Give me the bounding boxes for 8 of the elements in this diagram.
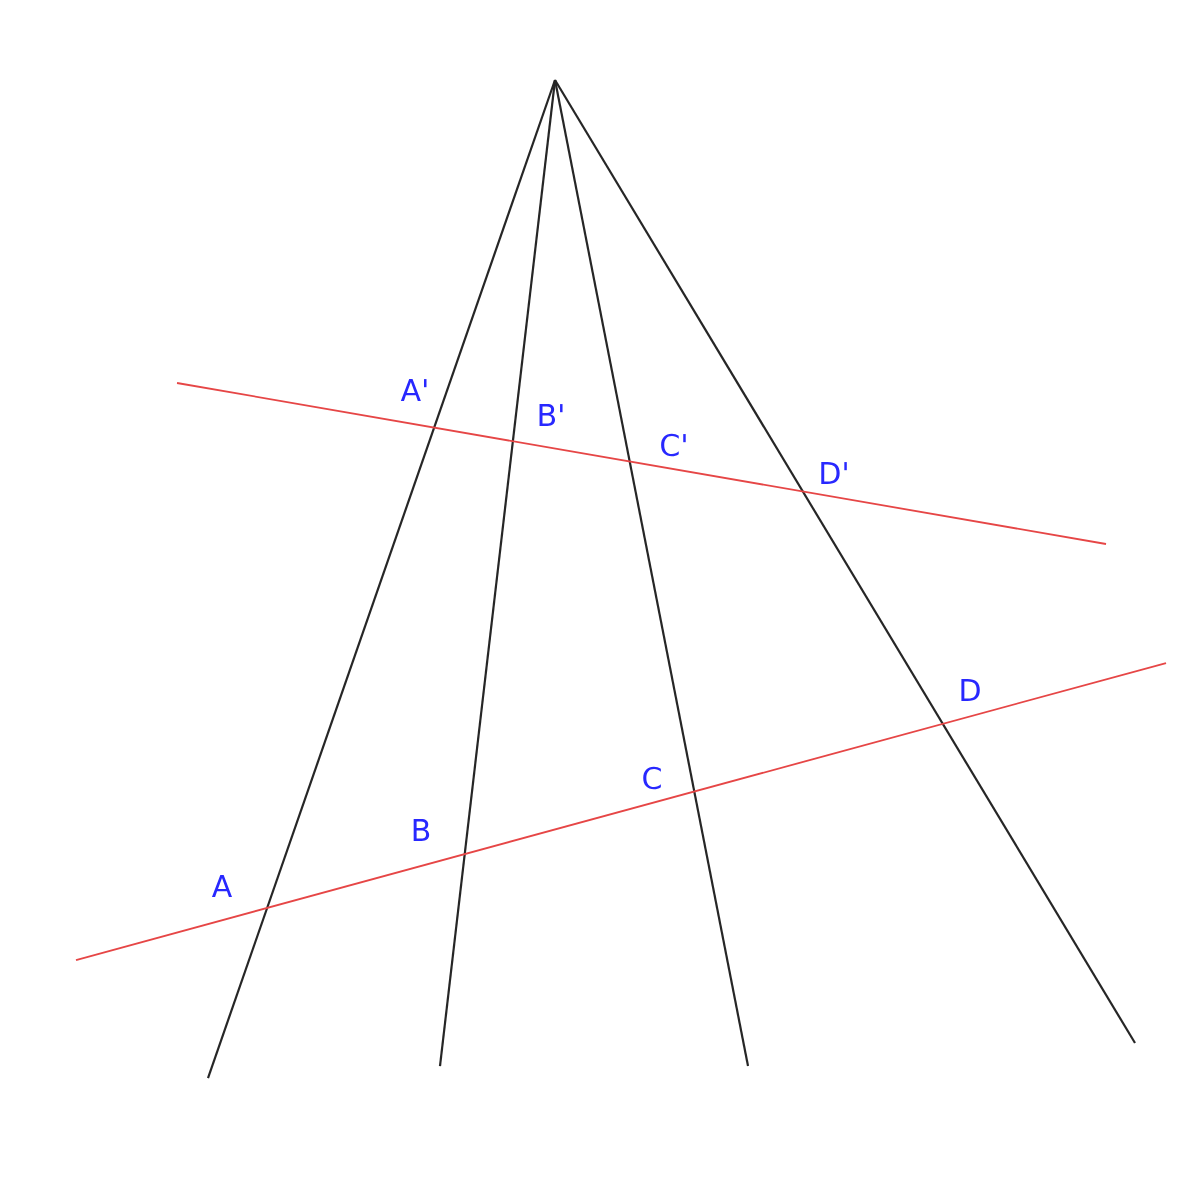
point-label: B (413, 819, 430, 841)
point-label: D (961, 679, 980, 701)
point-label: A' (400, 379, 427, 401)
point-label: C' (661, 433, 686, 457)
point-label: C (643, 766, 661, 790)
point-label: B' (539, 404, 563, 426)
point-label: A (211, 875, 232, 897)
point-label: D' (821, 462, 847, 484)
